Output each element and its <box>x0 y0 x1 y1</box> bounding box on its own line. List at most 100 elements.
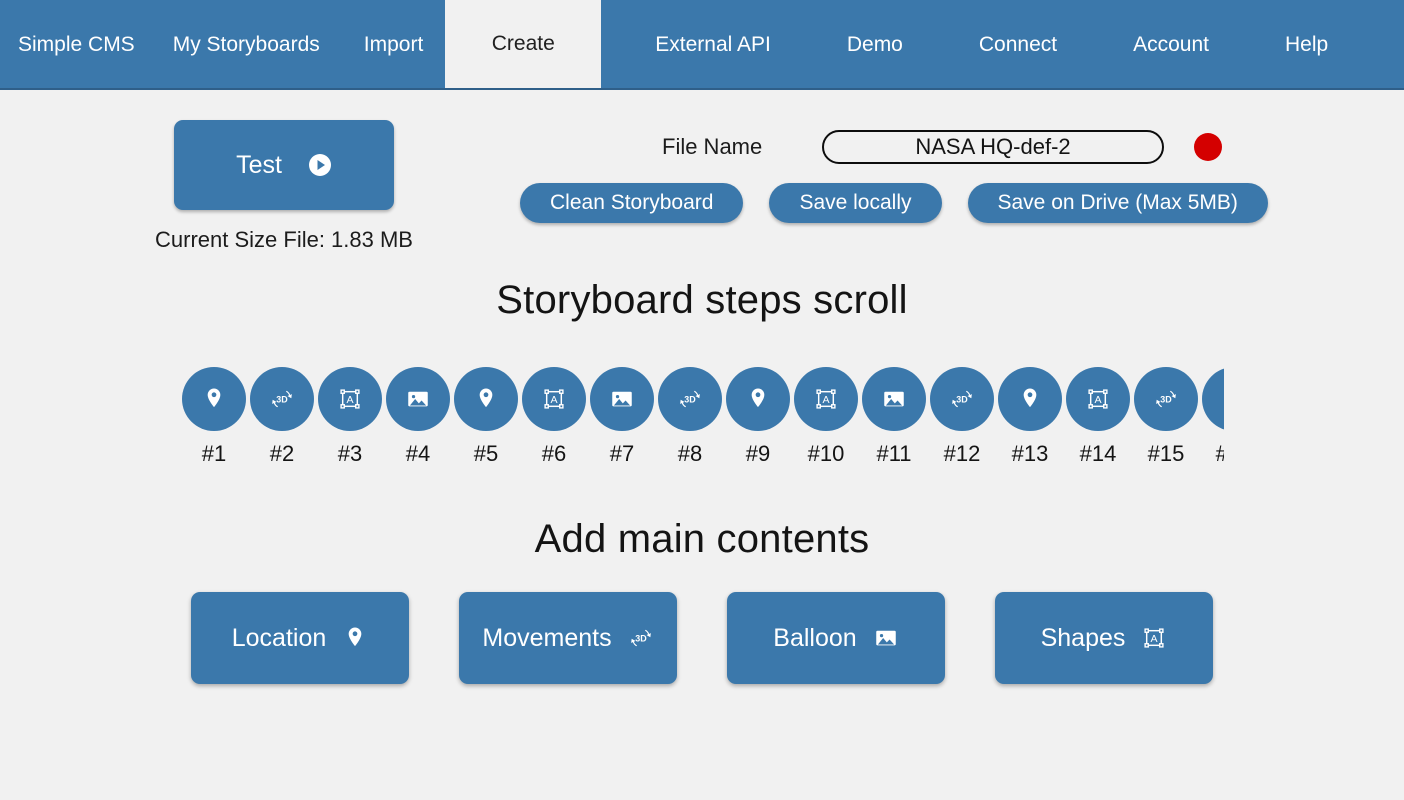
storyboard-step[interactable]: #1 <box>180 367 248 467</box>
nav-tab-create-label: Create <box>491 32 555 55</box>
image-icon[interactable] <box>862 367 926 431</box>
storyboard-step-label: #5 <box>473 441 499 466</box>
storyboard-step[interactable]: 3D #8 <box>656 367 724 467</box>
nav-item-import[interactable]: Import <box>363 32 424 56</box>
location-pin-icon[interactable] <box>182 367 246 431</box>
svg-text:3D: 3D <box>635 633 647 643</box>
image-icon[interactable] <box>590 367 654 431</box>
add-shapes-button-label: Shapes <box>1040 623 1126 652</box>
storyboard-step-label: #9 <box>745 441 771 466</box>
storyboard-step-label: #2 <box>269 441 295 466</box>
storyboard-step-label: #16 <box>1216 441 1224 467</box>
nav-item-demo[interactable]: Demo <box>846 32 903 56</box>
file-name-input[interactable] <box>822 130 1164 164</box>
add-main-contents-row: Location Movements 3D Balloon Shapes A <box>0 592 1404 684</box>
rotate-3d-icon[interactable]: 3D <box>930 367 994 431</box>
shapes-frame-icon[interactable]: A <box>522 367 586 431</box>
svg-text:A: A <box>822 394 830 406</box>
storyboard-step[interactable]: #5 <box>452 367 520 467</box>
storyboard-step[interactable]: #7 <box>588 367 656 467</box>
storyboard-step[interactable]: 3D #15 <box>1132 367 1200 467</box>
nav-item-connect[interactable]: Connect <box>978 32 1058 56</box>
save-locally-button[interactable]: Save locally <box>769 183 942 223</box>
test-block: Test Current Size File: 1.83 MB <box>144 120 424 253</box>
svg-text:A: A <box>1151 633 1159 645</box>
navbar-right-group: External API Demo Connect Account Help <box>601 0 1404 88</box>
add-location-button[interactable]: Location <box>191 592 409 684</box>
location-pin-icon[interactable] <box>454 367 518 431</box>
clean-storyboard-button[interactable]: Clean Storyboard <box>520 183 744 223</box>
svg-text:3D: 3D <box>1160 394 1172 404</box>
shapes-frame-icon[interactable]: A <box>318 367 382 431</box>
location-pin-icon[interactable] <box>1202 367 1224 431</box>
record-dot-icon[interactable] <box>1194 133 1222 161</box>
storyboard-step-label: #10 <box>807 441 845 466</box>
nav-item-simple-cms[interactable]: Simple CMS <box>18 32 135 56</box>
storyboard-steps-row: #1 3D #2 A #3 #4 #5 A#6 #7 3D #8 #9 A #10 #11 3D#12 #13 A… <box>180 367 1224 467</box>
storyboard-step-label: #8 <box>677 441 703 466</box>
nav-item-my-storyboards[interactable]: My Storyboards <box>172 32 320 56</box>
nav-tab-create[interactable]: Create <box>445 0 602 88</box>
storyboard-steps-scroll[interactable]: #1 3D #2 A #3 #4 #5 A#6 #7 3D #8 #9 A #10 #11 3D#12 #13 A… <box>180 367 1224 467</box>
nav-item-help[interactable]: Help <box>1284 32 1329 56</box>
file-block: File Name Clean Storyboard Save locally … <box>520 125 1380 223</box>
svg-text:3D: 3D <box>956 394 968 404</box>
add-movements-button-label: Movements <box>482 623 612 652</box>
storyboard-step[interactable]: #4 <box>384 367 452 467</box>
storyboard-step-label: #14 <box>1079 441 1117 466</box>
file-name-row: File Name <box>520 125 1380 169</box>
add-shapes-button[interactable]: Shapes A <box>995 592 1213 684</box>
storyboard-step-label: #11 <box>876 441 912 466</box>
test-button[interactable]: Test <box>174 120 394 210</box>
storyboard-step[interactable]: #9 <box>724 367 792 467</box>
navbar-left-group: Simple CMS My Storyboards Import <box>0 0 446 88</box>
location-pin-icon[interactable] <box>998 367 1062 431</box>
storyboard-step-label: #13 <box>1011 441 1049 466</box>
main-navbar: Simple CMS My Storyboards Import Create … <box>0 0 1404 90</box>
nav-item-account[interactable]: Account <box>1133 32 1209 56</box>
storyboard-step[interactable]: #16 <box>1200 367 1224 467</box>
nav-item-external-api[interactable]: External API <box>655 32 771 56</box>
storyboard-step[interactable]: A #3 <box>316 367 384 467</box>
location-pin-icon[interactable] <box>726 367 790 431</box>
shapes-frame-icon[interactable]: A <box>1066 367 1130 431</box>
file-actions-row: Clean Storyboard Save locally Save on Dr… <box>520 183 1380 223</box>
storyboard-step[interactable]: A #10 <box>792 367 860 467</box>
storyboard-step-label: #4 <box>405 441 431 466</box>
storyboard-step[interactable]: 3D #2 <box>248 367 316 467</box>
svg-text:A: A <box>346 394 354 406</box>
storyboard-step-label: #3 <box>337 441 363 466</box>
svg-text:3D: 3D <box>684 394 696 404</box>
storyboard-step-label: #15 <box>1147 441 1185 466</box>
storyboard-step[interactable]: 3D#12 <box>928 367 996 467</box>
shapes-frame-icon[interactable]: A <box>794 367 858 431</box>
add-main-contents-heading: Add main contents <box>534 517 870 561</box>
image-icon <box>873 625 899 651</box>
storyboard-step[interactable]: #11 <box>860 367 928 467</box>
image-icon[interactable] <box>386 367 450 431</box>
rotate-3d-icon[interactable]: 3D <box>1134 367 1198 431</box>
add-location-button-label: Location <box>231 623 327 652</box>
storyboard-step[interactable]: A#6 <box>520 367 588 467</box>
rotate-3d-icon[interactable]: 3D <box>250 367 314 431</box>
play-circle-icon <box>308 153 332 177</box>
storyboard-steps-heading: Storyboard steps scroll <box>496 278 908 322</box>
shapes-frame-icon: A <box>1141 625 1167 651</box>
svg-text:A: A <box>1094 394 1102 406</box>
storyboard-step[interactable]: #13 <box>996 367 1064 467</box>
svg-text:3D: 3D <box>276 394 288 404</box>
file-name-label: File Name <box>662 134 763 159</box>
storyboard-step-label: #7 <box>609 441 635 466</box>
storyboard-step-label: #1 <box>201 441 227 466</box>
rotate-3d-icon[interactable]: 3D <box>658 367 722 431</box>
toolbar-area: Test Current Size File: 1.83 MB File Nam… <box>0 90 1404 270</box>
add-movements-button[interactable]: Movements 3D <box>459 592 677 684</box>
save-on-drive-button[interactable]: Save on Drive (Max 5MB) <box>967 183 1268 223</box>
current-size-file-label: Current Size File: 1.83 MB <box>155 227 413 252</box>
add-balloon-button-label: Balloon <box>773 623 857 652</box>
add-balloon-button[interactable]: Balloon <box>727 592 945 684</box>
test-button-label: Test <box>236 150 282 179</box>
storyboard-step[interactable]: A #14 <box>1064 367 1132 467</box>
rotate-3d-icon: 3D <box>628 625 654 651</box>
location-pin-icon <box>342 625 368 651</box>
